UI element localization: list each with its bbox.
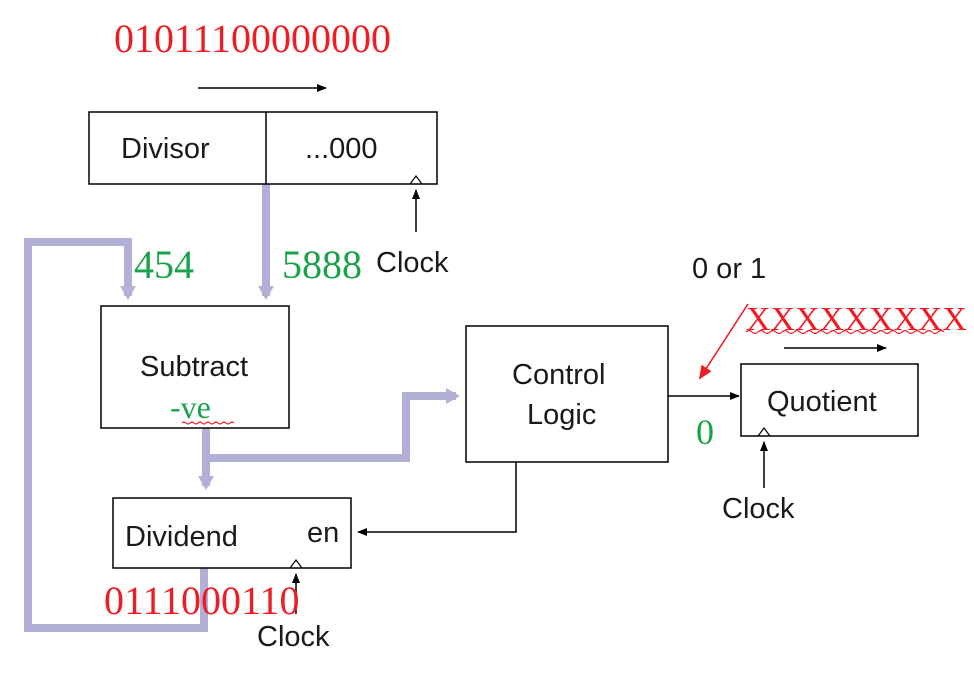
divisor-clock-label: Clock bbox=[376, 247, 449, 279]
dividend-register bbox=[112, 497, 352, 569]
dividend-feedback-bus bbox=[24, 238, 208, 632]
control-to-dividend-enable-wire bbox=[357, 462, 517, 536]
decision-bit-value: 0 bbox=[696, 412, 714, 452]
subtract-block bbox=[100, 305, 290, 429]
divisor-binary-value: 01011100000000 bbox=[114, 16, 391, 61]
divisor-register bbox=[88, 111, 438, 185]
dividend-clock-label: Clock bbox=[257, 621, 330, 653]
subtract-label: Subtract bbox=[140, 351, 248, 383]
divisor-decimal-value: 5888 bbox=[282, 242, 362, 287]
subtract-to-control-bus bbox=[202, 388, 460, 462]
dividend-label: Dividend bbox=[125, 521, 238, 553]
quotient-clock-label: Clock bbox=[722, 493, 795, 525]
divisor-suffix-label: ...000 bbox=[305, 133, 378, 165]
quotient-register bbox=[740, 363, 919, 437]
control-logic-block bbox=[465, 325, 669, 463]
dividend-decimal-value: 454 bbox=[134, 242, 194, 287]
select-indicator-arrow bbox=[698, 303, 749, 380]
subtract-sign-label: -ve bbox=[170, 389, 211, 425]
control-logic-line1: Control bbox=[512, 359, 606, 391]
quotient-label: Quotient bbox=[767, 386, 877, 418]
enable-label: en bbox=[307, 517, 339, 549]
control-logic-line2: Logic bbox=[527, 399, 596, 431]
minus-ve-squiggle bbox=[181, 421, 235, 425]
divisor-label: Divisor bbox=[121, 133, 210, 165]
dividend-binary-value: 0111000110 bbox=[104, 578, 300, 623]
quotient-binary-value: XXXXXXXXX bbox=[746, 301, 967, 338]
quotient-bits-squiggle bbox=[745, 329, 945, 335]
select-signal-label: 0 or 1 bbox=[692, 253, 766, 285]
